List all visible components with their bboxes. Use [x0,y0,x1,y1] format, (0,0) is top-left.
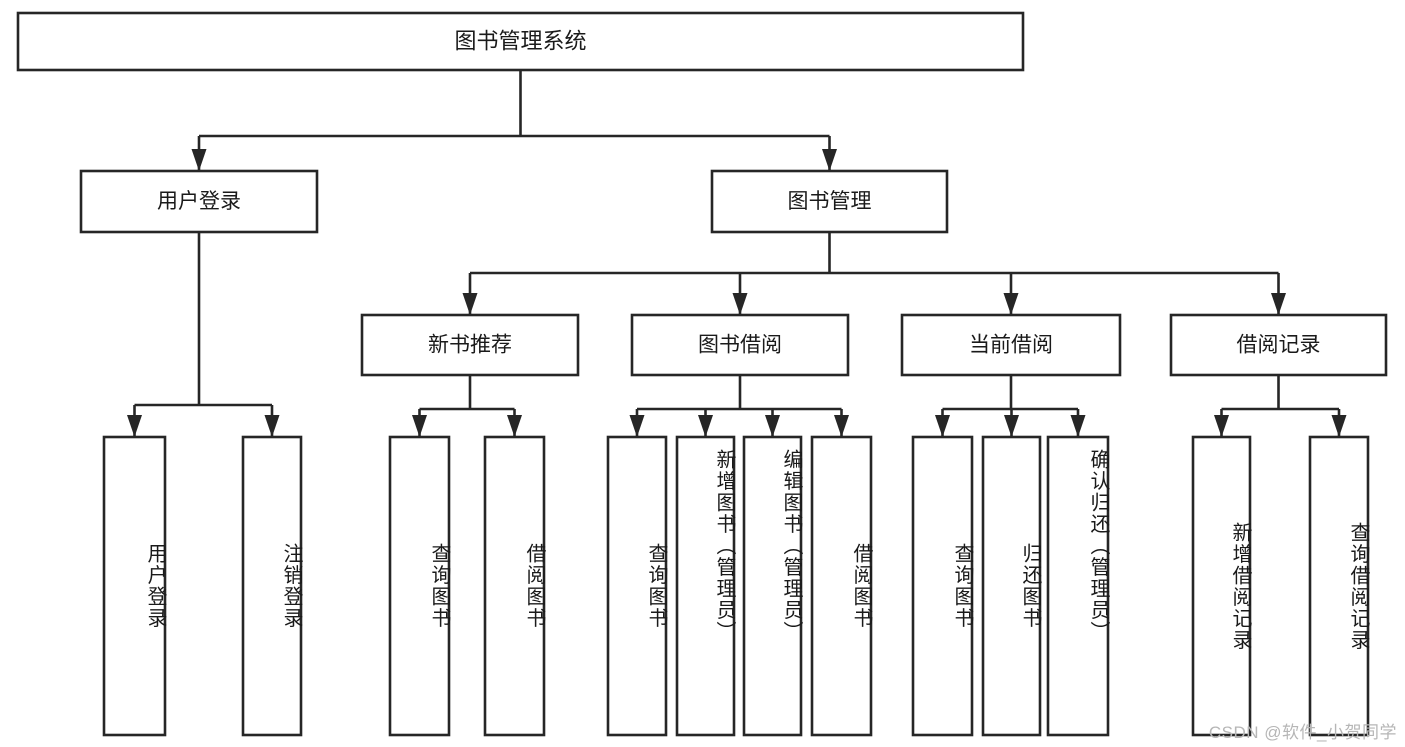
root-node-label: 图书管理系统 [454,28,586,53]
node-user-login-box[interactable] [79,169,319,234]
leaf-leaf-current-return-box[interactable] [981,435,1042,737]
arrow-head-icon [732,293,748,315]
arrow-head-icon [127,415,142,437]
nodes-layer [16,11,1388,737]
arrow-head-icon [507,415,522,437]
csdn-watermark: CSDN @软件_小贺同学 [1208,723,1397,742]
arrow-head-icon [1070,415,1086,437]
arrow-head-icon [1003,293,1019,315]
arrow-head-icon [462,293,478,315]
arrow-head-icon [1214,415,1229,437]
arrow-head-icon [1271,293,1286,315]
node-current-borrow-label: 当前借阅 [969,334,1053,357]
arrow-head-icon [822,149,837,171]
leaf-leaf-borrow-add-box[interactable] [675,435,736,737]
node-new-book-rec-label: 新书推荐 [428,334,512,357]
leaf-leaf-borrow-query-box[interactable] [606,435,668,737]
leaf-leaf-borrow-lend-box[interactable] [810,435,873,737]
node-current-borrow-box[interactable] [900,313,1122,377]
arrow-head-icon [1331,415,1347,437]
node-book-borrow-box[interactable] [630,313,850,377]
node-user-login-label: 用户登录 [157,190,241,213]
node-book-borrow-label: 图书借阅 [698,334,782,357]
leaf-leaf-user-logout-box[interactable] [241,435,303,737]
arrow-head-icon [191,149,207,171]
arrow-head-icon [834,415,849,437]
leaf-leaf-borrow-edit-box[interactable] [742,435,803,737]
node-new-book-rec-box[interactable] [360,313,580,377]
leaf-leaf-current-query-box[interactable] [911,435,974,737]
arrow-head-icon [264,415,280,437]
leaf-leaf-record-add-box[interactable] [1191,435,1252,737]
arrow-head-icon [765,415,780,437]
arrow-head-icon [698,415,713,437]
leaf-leaf-record-query-box[interactable] [1308,435,1370,737]
root-node-box[interactable] [16,11,1025,72]
leaf-leaf-rec-query-box[interactable] [388,435,451,737]
leaf-leaf-current-confirm-box[interactable] [1046,435,1110,737]
arrow-head-icon [935,415,950,437]
node-borrow-record-box[interactable] [1169,313,1388,377]
arrow-head-icon [412,415,427,437]
edges-layer [127,70,1347,437]
arrow-head-icon [1004,415,1019,437]
node-book-manage-label: 图书管理 [788,190,872,213]
arrow-head-icon [629,415,645,437]
node-borrow-record-label: 借阅记录 [1237,334,1321,357]
node-book-manage-box[interactable] [710,169,949,234]
leaf-leaf-user-login-box[interactable] [102,435,167,737]
leaf-leaf-rec-borrow-box[interactable] [483,435,546,737]
